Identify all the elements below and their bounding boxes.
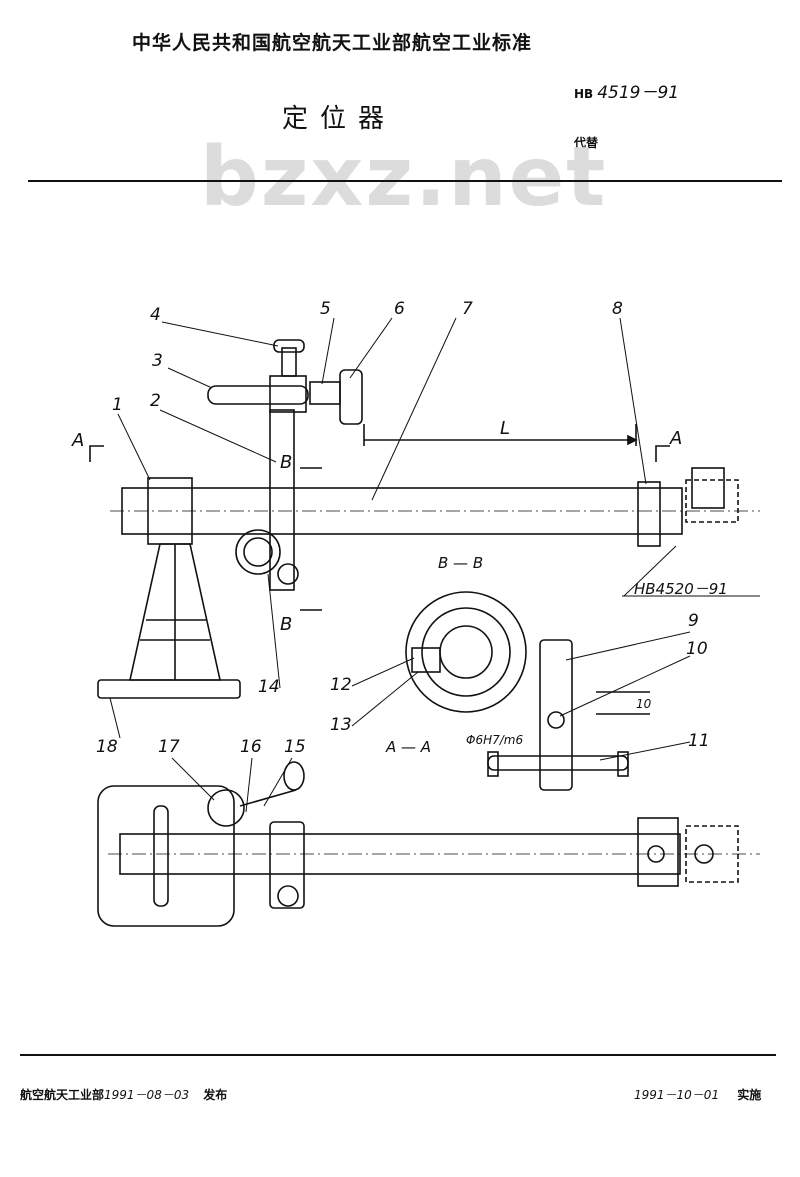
knob-part [339,369,363,425]
implementation-date: 1991－10－01 [634,1088,720,1102]
issue-label: 发布 [203,1088,228,1102]
implementation-label: 实施 [737,1088,762,1102]
end-clamp [637,481,661,547]
clamp-ring [235,529,281,575]
plan-upright [153,805,169,907]
screw-stem [281,347,297,377]
plan-slider [269,821,305,909]
dimension-l: L [500,418,510,439]
callout-16: 16 [240,737,262,757]
callout-13: 13 [330,715,352,735]
screw-head [273,339,305,353]
issue-info: 航空航天工业部1991－08－03 发布 [20,1086,227,1103]
handle-bar [207,385,309,405]
section-screw [411,647,441,673]
ref-fixture [691,467,725,509]
plan-base-plate [97,785,235,927]
section-b-bottom: B [280,614,292,635]
dimension-10: 10 [636,697,652,711]
header-rule [28,180,782,182]
callout-7: 7 [462,299,473,319]
section-bb-bore [439,625,493,679]
callout-6: 6 [394,299,405,319]
section-a-right: A [669,428,682,449]
implementation-info: 1991－10－01 实施 [634,1086,761,1103]
callout-18: 18 [96,737,118,757]
callout-5: 5 [320,299,331,319]
section-a-left: A [71,430,84,451]
callout-15: 15 [284,737,306,757]
standard-prefix: HB [574,87,594,101]
slider-bracket [269,409,295,591]
callout-8: 8 [612,299,623,319]
slider-pin [277,563,299,585]
callout-12: 12 [330,675,352,695]
document-title: 定位器 [282,104,397,134]
watermark: bzxz.net [200,130,608,225]
tripod-base [97,679,241,699]
callout-4: 4 [150,305,161,325]
reference-standard: HB4520－91 [634,580,728,598]
standard-organization: 中华人民共和国航空航天工业部航空工业标准 [132,32,533,54]
handle-block [269,375,307,413]
callout-14: 14 [258,677,280,697]
section-b-top: B [280,452,292,473]
view-bb-label: B — B [438,554,483,572]
callout-1: 1 [112,395,123,415]
view-aa-label: A — A [385,738,431,756]
replaces-label: 代替 [574,136,599,150]
standard-code: 4519－91 [597,83,680,103]
callout-3: 3 [152,351,163,371]
section-pin-block [539,639,573,791]
section-bb-outer [405,591,527,713]
nut-part [309,381,341,405]
callout-9: 9 [688,611,699,631]
plan-ring [207,789,245,827]
footer-rule [20,1054,776,1056]
callout-2: 2 [150,391,161,411]
callout-11: 11 [688,731,710,751]
section-pin-hole [547,711,565,729]
callout-17: 17 [158,737,180,757]
fit-label: Φ6H7/m6 [466,733,523,747]
callout-10: 10 [686,639,708,659]
issue-date: 1991－08－03 [104,1088,190,1102]
issuer: 航空航天工业部 [20,1088,105,1102]
plan-end-clamp [637,817,679,887]
